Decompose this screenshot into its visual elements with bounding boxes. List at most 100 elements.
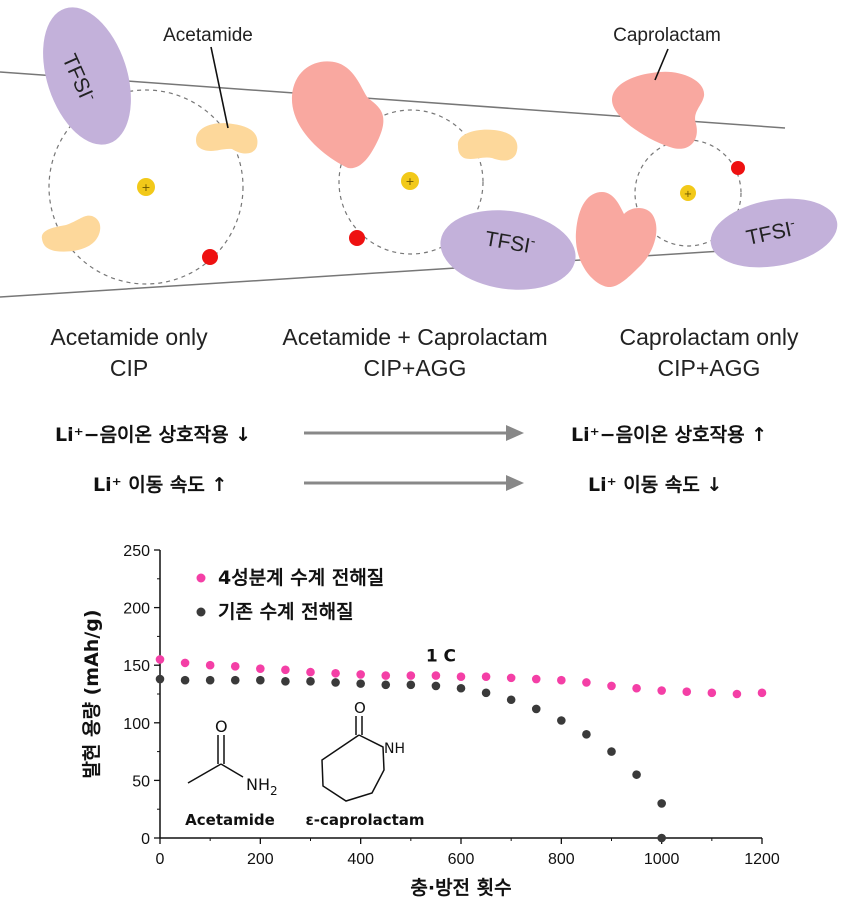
data-point: [657, 799, 666, 808]
x-axis-label: 충·방전 횟수: [410, 877, 511, 899]
acetamide-o: O: [215, 717, 228, 736]
caprolactam-nh: NH: [384, 741, 405, 757]
data-point: [381, 680, 391, 690]
caprolactam-name: ε-caprolactam: [305, 811, 424, 829]
panel-caption-2: Acetamide + Caprolactam CIP+AGG: [256, 322, 574, 384]
acetamide-pointer: [210, 46, 229, 129]
acetamide-structure: [187, 735, 244, 784]
data-point: [557, 716, 566, 725]
x-tick-label: 400: [347, 851, 374, 868]
y-tick-label: 250: [123, 543, 150, 560]
acetamide-molecule-3: [457, 129, 518, 161]
y-tick-label: 150: [123, 658, 150, 675]
x-tick-label: 600: [448, 851, 475, 868]
data-point: [506, 673, 516, 683]
data-point: [632, 683, 641, 693]
data-point: [607, 747, 616, 756]
legend-marker-1: [196, 573, 206, 583]
acetamide-nh2: NH: [246, 775, 270, 794]
data-point: [682, 687, 692, 696]
trend-right-mobility: Li⁺ 이동 속도 ↓: [588, 474, 723, 496]
data-point: [481, 688, 491, 698]
legend-label-1: 4성분계 수계 전해질: [218, 567, 384, 589]
data-point: [707, 688, 717, 698]
caprolactam-molecule-2: [612, 71, 705, 149]
data-point: [632, 770, 641, 779]
panel-3-subtitle: CIP+AGG: [657, 355, 761, 381]
data-point: [205, 660, 215, 670]
data-point: [657, 833, 666, 843]
data-point: [155, 674, 165, 684]
legend-marker-2: [196, 607, 206, 617]
caprolactam-molecule-1: [291, 61, 384, 169]
trend-right-interaction: Li⁺−음이온 상호작용 ↑: [571, 424, 768, 446]
x-tick-label: 0: [156, 851, 165, 868]
tfsi-charge-3: -: [788, 214, 796, 231]
data-point: [155, 655, 165, 664]
x-tick-label: 200: [247, 851, 274, 868]
data-point: [431, 671, 441, 680]
data-point: [230, 675, 240, 685]
data-point: [281, 677, 290, 686]
acetamide-label: Acetamide: [163, 25, 253, 46]
tfsi-charge-2: -: [530, 232, 538, 249]
tfsi-anion-2: [440, 210, 576, 290]
caprolactam-structure: [321, 716, 385, 802]
data-point: [531, 704, 541, 714]
x-tick-label: 1200: [744, 851, 780, 868]
solvation-shell-2: [338, 109, 484, 255]
y-tick-label: 0: [141, 831, 150, 848]
data-point: [306, 667, 315, 677]
red-atom-1: [202, 249, 218, 265]
panel-2-title: Acetamide + Caprolactam: [282, 324, 548, 350]
acetamide-molecule-1: [196, 123, 258, 154]
red-atom-2: [349, 230, 365, 246]
data-point: [531, 674, 541, 684]
caprolactam-pointer: [654, 48, 669, 81]
acetamide-name: Acetamide: [185, 811, 275, 829]
trend-left-interaction: Li⁺−음이온 상호작용 ↓: [55, 424, 252, 446]
data-point: [456, 672, 466, 682]
data-point: [406, 671, 416, 680]
trend-arrowhead-1: [506, 425, 524, 441]
data-point: [180, 675, 190, 685]
data-point: [230, 662, 240, 671]
li-charge-3: +: [684, 189, 692, 200]
panel-caption-1: Acetamide only CIP: [20, 322, 238, 384]
data-point: [582, 730, 591, 739]
data-point: [757, 688, 767, 698]
data-point: [331, 668, 340, 678]
panel-3-title: Caprolactam only: [619, 324, 799, 350]
data-point: [180, 658, 190, 668]
channel-bottom-wall: [0, 246, 786, 298]
caprolactam-o: O: [354, 699, 366, 717]
data-point: [306, 677, 315, 686]
li-charge-2: +: [405, 175, 414, 188]
data-point: [431, 681, 441, 691]
data-point: [356, 670, 365, 679]
data-point: [607, 681, 616, 691]
data-point: [481, 672, 491, 682]
tfsi-charge-1: -: [85, 91, 102, 102]
y-tick-label: 50: [132, 773, 150, 790]
caprolactam-label: Caprolactam: [613, 25, 721, 46]
li-ion-3: [680, 185, 696, 201]
panel-1-subtitle: CIP: [109, 355, 149, 381]
svg-text:NH2: NH2: [246, 775, 278, 798]
tfsi-anion-1: [43, 7, 131, 145]
trend-arrowhead-2: [506, 475, 524, 491]
data-point: [582, 678, 591, 687]
series-2: [155, 674, 666, 843]
tfsi-anion-3: [710, 198, 838, 268]
data-point: [657, 686, 666, 695]
data-point: [356, 679, 365, 688]
red-atom-3: [731, 161, 745, 175]
panel-2-subtitle: CIP+AGG: [363, 355, 467, 381]
data-point: [256, 675, 265, 685]
y-tick-label: 200: [123, 601, 150, 618]
data-point: [732, 689, 742, 699]
y-tick-label: 100: [123, 716, 150, 733]
li-ion-1: [137, 178, 155, 196]
